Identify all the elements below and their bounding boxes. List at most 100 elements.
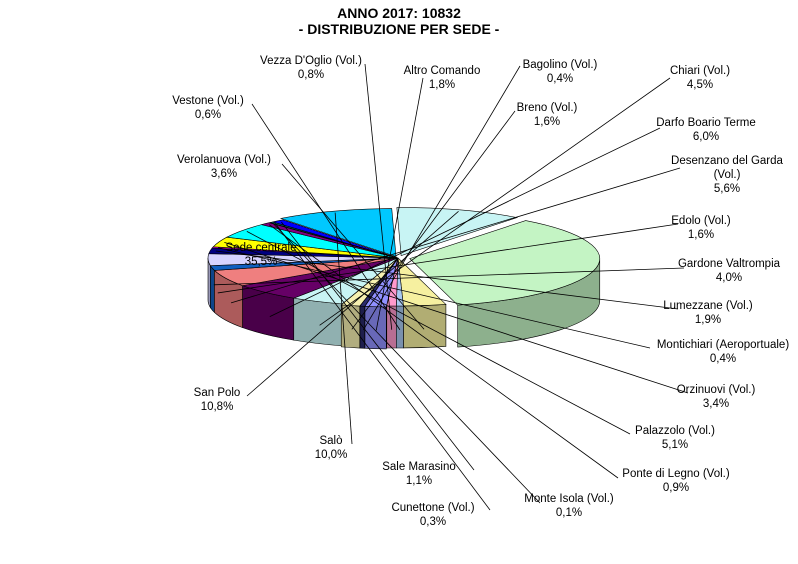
slice-value-7: 4,0%: [716, 272, 742, 284]
slice-name-5: (Vol.): [714, 169, 741, 181]
slice-value-1: 0,4%: [547, 73, 573, 85]
leader-line-9: [218, 247, 651, 349]
slice-label-10: Orzinuovi (Vol.) 3,4%: [677, 384, 756, 410]
slice-label-12: Ponte di Legno (Vol.) 0,9%: [622, 468, 730, 494]
slice-label-0: Altro Comando 1,8%: [404, 65, 481, 91]
slice-name-9: Montichiari (Aeroportuale): [657, 339, 789, 351]
slice-label-8: Lumezzane (Vol.) 1,9%: [663, 300, 753, 326]
slice-label-5: Desenzano del Garda (Vol.) 5,6%: [671, 155, 783, 195]
leader-line-8: [215, 250, 679, 310]
slice-label-18: Sede centrale 35,5%: [226, 242, 297, 268]
slice-value-6: 1,6%: [688, 229, 714, 241]
slice-name-0: Altro Comando: [404, 65, 481, 77]
leader-line-17: [246, 211, 459, 397]
slice-label-4: Darfo Boario Terme 6,0%: [656, 117, 756, 143]
chart-subtitle: - DISTRIBUZIONE PER SEDE -: [299, 21, 500, 37]
slice-label-17: San Polo 10,8%: [194, 387, 241, 413]
leader-line-10: [224, 242, 689, 394]
leader-line-3: [319, 77, 671, 326]
slice-label-15: Sale Marasino 1,1%: [382, 461, 456, 487]
slice-value-4: 6,0%: [693, 131, 719, 143]
slice-label-6: Edolo (Vol.) 1,6%: [671, 215, 731, 241]
slice-name-18: Sede centrale: [226, 242, 297, 254]
pie-sides: [207, 257, 601, 350]
pie-slice-18: [409, 220, 601, 306]
leader-line-16: [334, 212, 353, 445]
slice-name-1: Bagolino (Vol.): [523, 59, 598, 71]
slice-value-20: 0,6%: [195, 109, 221, 121]
slice-name-15: Sale Marasino: [382, 461, 456, 473]
leader-line-6: [217, 223, 679, 294]
slice-label-9: Montichiari (Aeroportuale) 0,4%: [657, 339, 789, 365]
slice-name-13: Monte Isola (Vol.): [524, 493, 614, 505]
slice-value-0: 1,8%: [429, 79, 455, 91]
pie-side-19: [403, 304, 447, 349]
slice-value-21: 0,8%: [298, 69, 324, 81]
slice-name-7: Gardone Valtrompia: [678, 258, 781, 270]
chart-title: ANNO 2017: 10832: [337, 5, 461, 21]
slice-name-8: Lumezzane (Vol.): [663, 300, 753, 312]
leader-line-4: [269, 127, 661, 318]
slice-label-20: Vestone (Vol.) 0,6%: [172, 95, 244, 121]
leader-line-0: [375, 77, 424, 331]
slice-value-11: 5,1%: [662, 439, 688, 451]
leader-line-12: [269, 224, 619, 479]
pie-slice-16: [279, 208, 397, 257]
slice-label-21: Vezza D'Oglio (Vol.) 0,8%: [260, 55, 362, 81]
leader-line-15: [281, 221, 475, 471]
slice-label-7: Gardone Valtrompia 4,0%: [678, 258, 781, 284]
pie-side-3: [293, 297, 343, 347]
slice-label-19: Verolanuova (Vol.) 3,6%: [177, 154, 271, 180]
slice-value-12: 0,9%: [663, 482, 689, 494]
leader-line-14: [274, 223, 491, 511]
slice-value-16: 10,0%: [315, 449, 348, 461]
leader-line-1: [363, 65, 521, 331]
pie-slice-17: [396, 207, 519, 257]
pie-side-0: [364, 305, 387, 350]
slice-label-16: Salò 10,0%: [315, 435, 348, 461]
slice-value-14: 0,3%: [420, 516, 446, 528]
slice-value-3: 4,5%: [687, 79, 713, 91]
slice-value-19: 3,6%: [211, 168, 237, 180]
slice-label-1: Bagolino (Vol.) 0,4%: [523, 59, 598, 85]
slice-value-18: 35,5%: [245, 256, 278, 268]
slice-name-21: Vezza D'Oglio (Vol.): [260, 55, 362, 67]
slice-name-16: Salò: [319, 435, 342, 447]
slice-label-13: Monte Isola (Vol.) 0,1%: [524, 493, 614, 519]
slice-label-3: Chiari (Vol.) 4,5%: [670, 65, 730, 91]
slice-name-5: Desenzano del Garda: [671, 155, 783, 167]
leader-line-7: [213, 267, 685, 286]
slice-label-11: Palazzolo (Vol.) 5,1%: [635, 425, 715, 451]
slice-value-17: 10,8%: [201, 401, 234, 413]
slice-value-15: 1,1%: [406, 475, 432, 487]
slice-labels: Altro Comando 1,8% Bagolino (Vol.) 0,4% Bren…: [172, 55, 789, 528]
leader-line-11: [246, 231, 631, 435]
slice-name-20: Vestone (Vol.): [172, 95, 244, 107]
slice-name-17: San Polo: [194, 387, 241, 399]
slice-name-10: Orzinuovi (Vol.): [677, 384, 756, 396]
slice-value-13: 0,1%: [556, 507, 582, 519]
slice-value-5: 5,6%: [714, 183, 740, 195]
pie-slice-21: [386, 257, 399, 307]
slice-value-9: 0,4%: [710, 353, 736, 365]
leader-line-21: [364, 63, 393, 330]
slice-name-11: Palazzolo (Vol.): [635, 425, 715, 437]
slice-name-6: Edolo (Vol.): [671, 215, 731, 227]
slice-name-14: Cunettone (Vol.): [391, 502, 474, 514]
pie-slice-15: [272, 219, 399, 259]
slice-label-14: Cunettone (Vol.) 0,3%: [391, 502, 474, 528]
leader-line-5: [230, 167, 681, 304]
leader-line-13: [273, 223, 541, 504]
slice-name-4: Darfo Boario Terme: [656, 117, 756, 129]
slice-value-2: 1,6%: [534, 116, 560, 128]
slice-name-12: Ponte di Legno (Vol.): [622, 468, 730, 480]
slice-name-3: Chiari (Vol.): [670, 65, 730, 77]
slice-value-10: 3,4%: [703, 398, 729, 410]
slice-label-2: Breno (Vol.) 1,6%: [517, 102, 578, 128]
slice-name-2: Breno (Vol.): [517, 102, 578, 114]
slice-value-8: 1,9%: [695, 314, 721, 326]
slice-name-19: Verolanuova (Vol.): [177, 154, 271, 166]
pie-side-6: [210, 264, 215, 314]
leader-lines: [213, 63, 689, 511]
